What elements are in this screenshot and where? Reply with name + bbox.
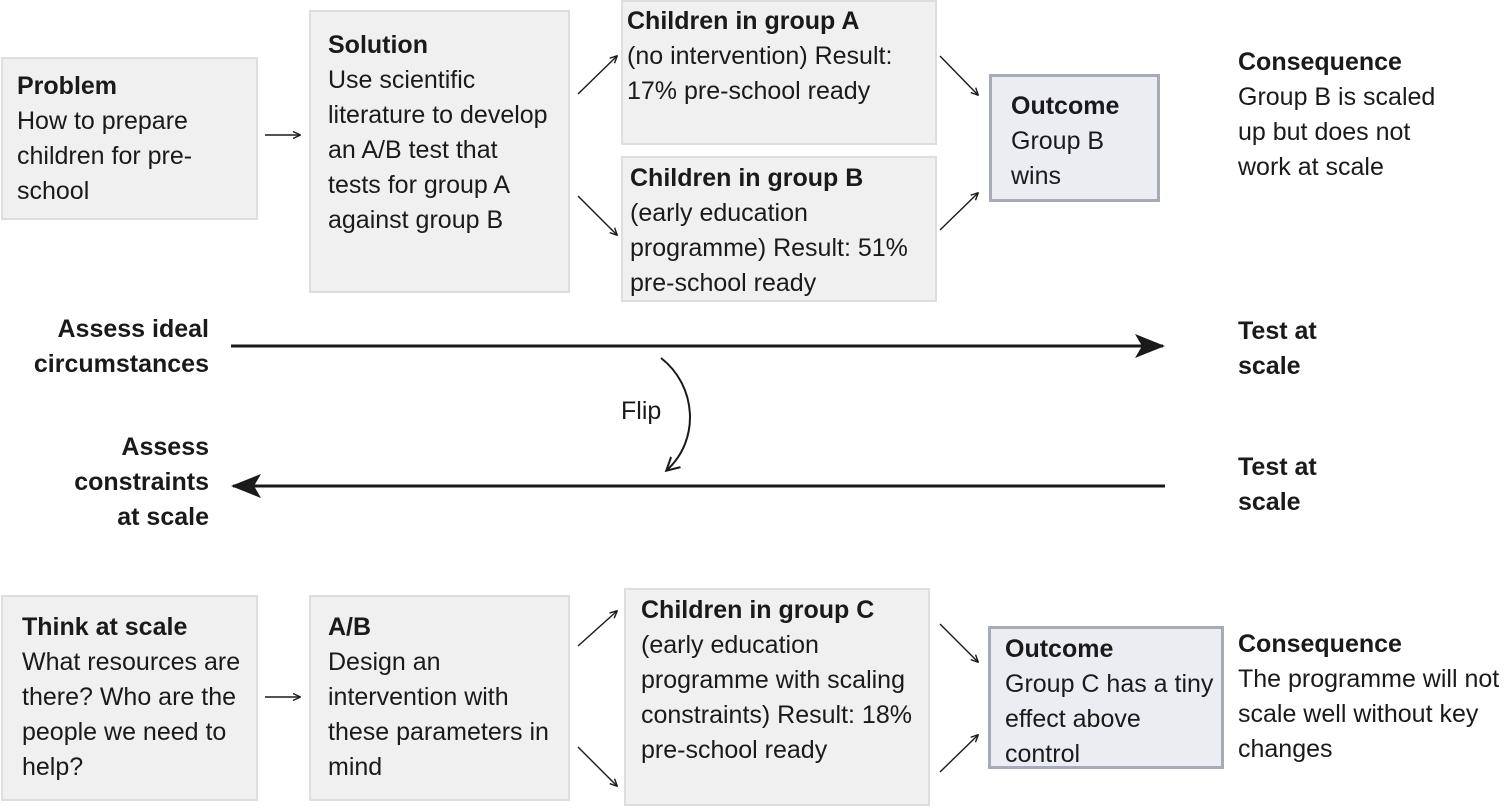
outcome-c-body: Group C has a tiny effect above control [1005, 670, 1214, 768]
test-at-scale-bottom-label: Test at scale [1238, 453, 1317, 516]
solution-box: Solution Use scientific literature to de… [309, 10, 570, 293]
solution-body: Use scientific literature to develop an … [328, 66, 548, 234]
outcome-b-body: Group B wins [1011, 127, 1105, 190]
problem-body: How to prepare children for pre-school [17, 107, 193, 205]
group-c-body: (early education programme with scaling … [641, 631, 912, 764]
group-a-title: Children in group A [627, 7, 860, 35]
consequence-top-title: Consequence [1238, 48, 1402, 76]
consequence-top: Consequence Group B is scaled up but doe… [1238, 45, 1458, 185]
outcome-c-box: Outcome Group C has a tiny effect above … [988, 626, 1224, 769]
think-at-scale-box: Think at scale What resources are there?… [1, 595, 258, 801]
group-c-box: Children in group C (early education pro… [624, 588, 930, 806]
arrow-ab-group-c-bottom [577, 746, 617, 786]
ab-body: Design an intervention with these parame… [328, 648, 549, 781]
assess-ideal-label: Assess ideal circumstances [33, 315, 209, 378]
consequence-top-body: Group B is scaled up but does not work a… [1238, 83, 1436, 181]
consequence-bottom-body: The programme will not scale well withou… [1238, 665, 1500, 763]
group-a-box: Children in group A (no intervention) Re… [621, 0, 937, 145]
group-b-body: (early education programme) Result: 51% … [630, 199, 908, 297]
group-b-box: Children in group B (early education pro… [621, 156, 937, 302]
problem-box: Problem How to prepare children for pre-… [1, 57, 258, 220]
arrow-solution-group-a [577, 56, 617, 95]
group-b-title: Children in group B [630, 164, 864, 192]
outcome-c-title: Outcome [1005, 635, 1114, 663]
outcome-b-box: Outcome Group B wins [989, 74, 1160, 202]
consequence-bottom-title: Consequence [1238, 630, 1402, 658]
group-c-title: Children in group C [641, 596, 875, 624]
problem-title: Problem [17, 72, 118, 100]
arrow-solution-group-b [577, 195, 617, 235]
think-body: What resources are there? Who are the pe… [22, 648, 241, 781]
ab-title: A/B [328, 613, 372, 641]
outcome-b-title: Outcome [1011, 92, 1120, 120]
flip-label: Flip [621, 397, 662, 425]
solution-title: Solution [328, 31, 428, 59]
test-at-scale-top-label: Test at scale [1238, 317, 1317, 380]
arrow-group-c-outcome-top [939, 623, 978, 662]
consequence-bottom: Consequence The programme will not scale… [1238, 627, 1506, 767]
arrow-group-a-outcome [939, 55, 978, 95]
arrow-ab-group-c-top [577, 611, 617, 647]
group-a-body: (no intervention) Result: 17% pre-school… [627, 42, 893, 105]
arrow-group-b-outcome [939, 193, 978, 231]
arrow-group-c-outcome-bottom [939, 735, 978, 773]
assess-constraints-label: Assess constraints at scale [74, 433, 209, 531]
flip-curved-arrow [660, 357, 691, 470]
ab-box: A/B Design an intervention with these pa… [309, 595, 570, 801]
think-title: Think at scale [22, 613, 188, 641]
